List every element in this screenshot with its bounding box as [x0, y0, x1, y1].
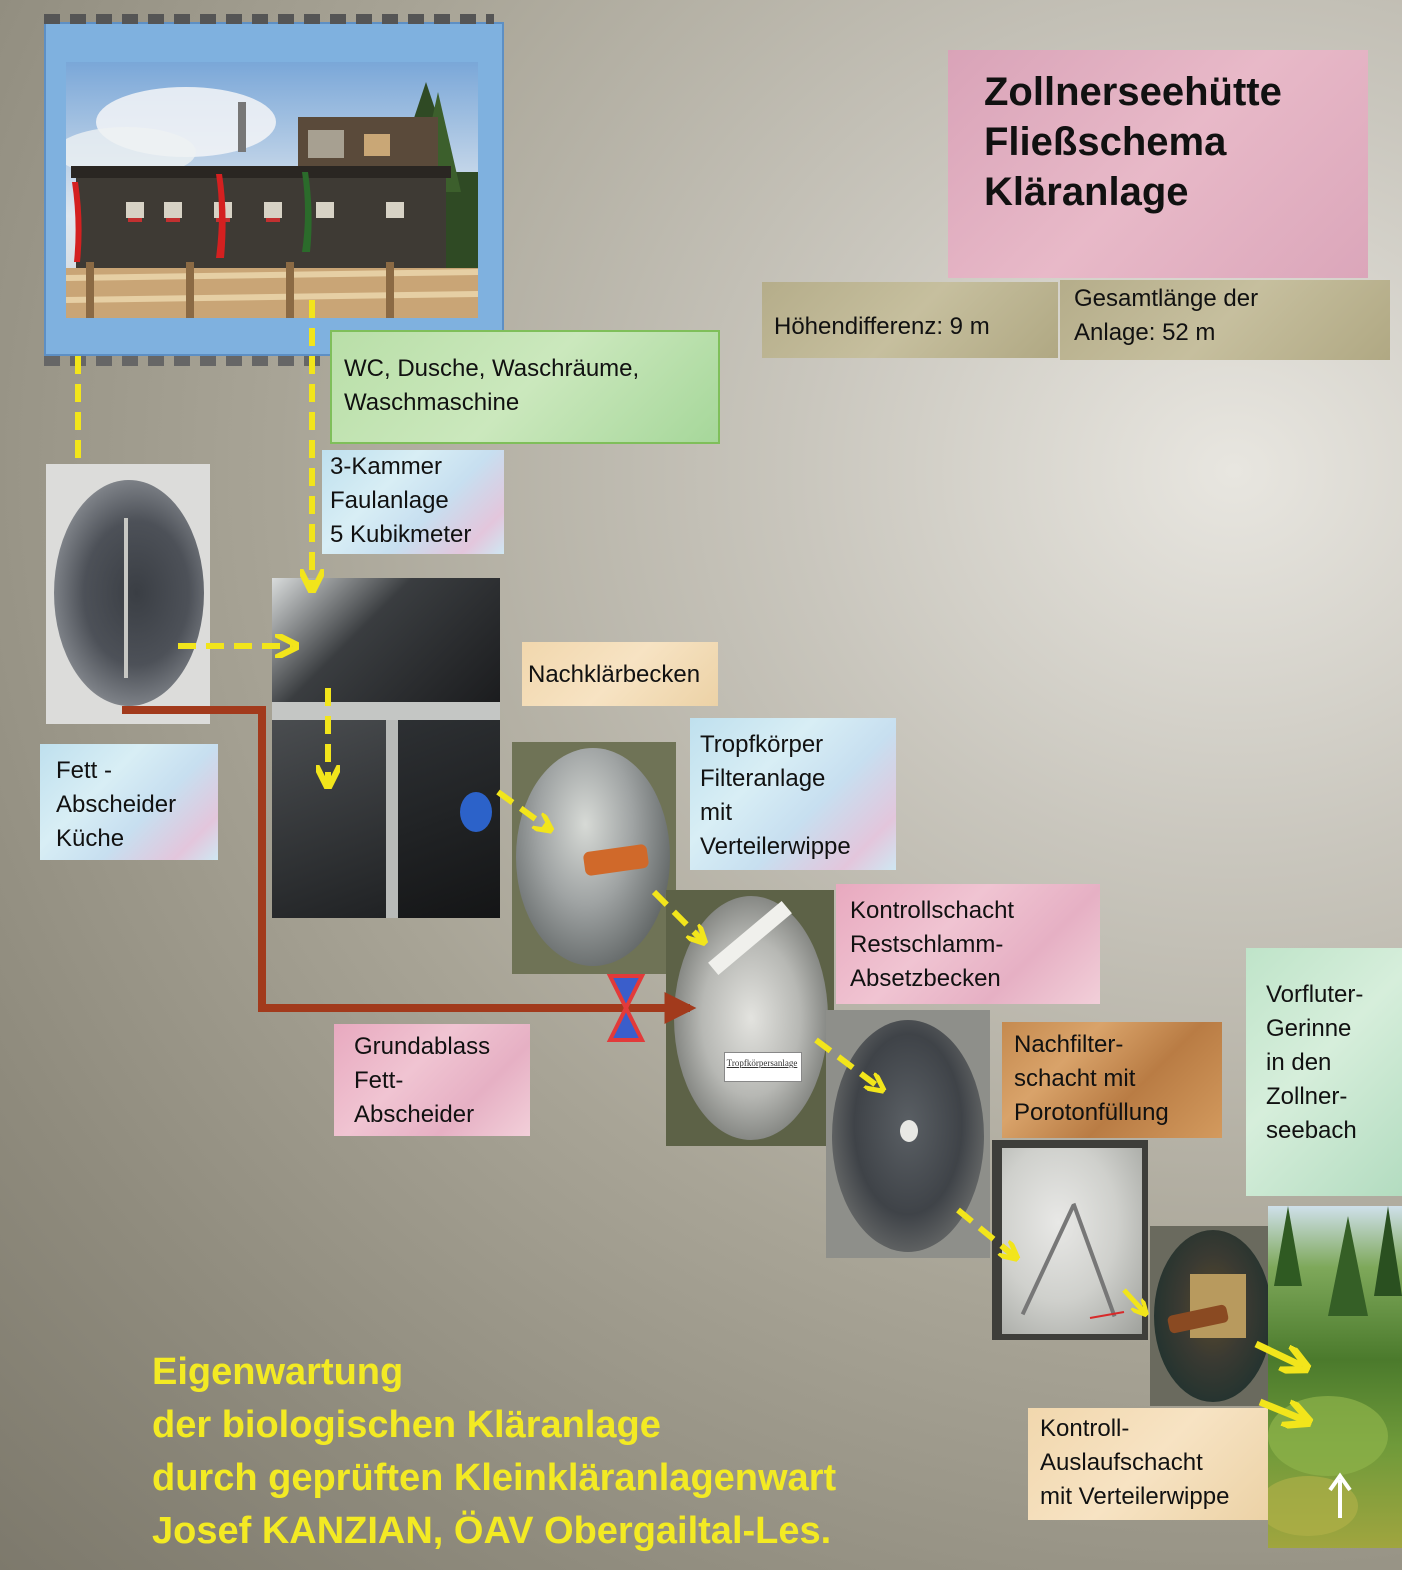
grease-trap-photo — [46, 464, 210, 724]
footer-line-2: der biologischen Kläranlage — [152, 1404, 661, 1446]
post-filter-shaft-label: Nachfilter- schacht mit Porotonfüllung — [1002, 1022, 1222, 1138]
footer-line-1: Eigenwartung — [152, 1351, 404, 1393]
trickling-filter-photo — [512, 742, 676, 974]
control-shaft-label: Kontrollschacht Restschlamm- Absetzbecke… — [836, 884, 1100, 1004]
title-line-3: Kläranlage — [984, 170, 1189, 214]
footer-line-3: durch geprüften Kleinkläranlagenwart — [152, 1457, 837, 1499]
sludge-settling-photo — [826, 1010, 990, 1258]
bottom-outlet-label: Grundablass Fett- Abscheider — [334, 1024, 530, 1136]
clarifier-label: Nachklärbecken — [522, 642, 718, 706]
trickling-filter-label: Tropfkörper Filteranlage mit Verteilerwi… — [690, 718, 896, 870]
drain-valve-icon — [606, 974, 646, 1042]
post-filter-photo — [992, 1140, 1148, 1340]
film-strip-top — [44, 14, 494, 24]
title-box — [948, 50, 1368, 278]
hut-photo — [66, 62, 478, 318]
wc-shower-box: WC, Dusche, Waschräume, Waschmaschine — [330, 330, 720, 444]
grease-trap-kitchen-label: Fett - Abscheider Küche — [40, 744, 218, 860]
receiving-stream-label: Vorfluter- Gerinne in den Zollner- seeba… — [1246, 948, 1402, 1196]
stream-photo — [1268, 1206, 1402, 1548]
title-line-1: Zollnerseehütte — [984, 70, 1282, 114]
photo-caption: Tropfkörpersanlage — [726, 1058, 798, 1068]
total-length-label: Gesamtlänge der Anlage: 52 m — [1060, 280, 1390, 360]
footer-text: Eigenwartung der biologischen Kläranlage… — [152, 1346, 836, 1558]
outlet-shaft-label: Kontroll- Auslaufschacht mit Verteilerwi… — [1028, 1408, 1268, 1520]
control-shaft-photo: Tropfkörpersanlage — [666, 890, 834, 1146]
tank-sign — [724, 1052, 802, 1082]
title-line-2: Fließschema — [984, 120, 1227, 164]
height-difference-label: Höhendifferenz: 9 m — [762, 282, 1058, 358]
outlet-shaft-photo — [1150, 1226, 1276, 1406]
digester-photo — [272, 578, 500, 918]
film-strip-bottom — [44, 356, 494, 366]
digester-label: 3-Kammer Faulanlage 5 Kubikmeter — [322, 450, 504, 554]
footer-line-4: Josef KANZIAN, ÖAV Obergailtal-Les. — [152, 1510, 832, 1552]
